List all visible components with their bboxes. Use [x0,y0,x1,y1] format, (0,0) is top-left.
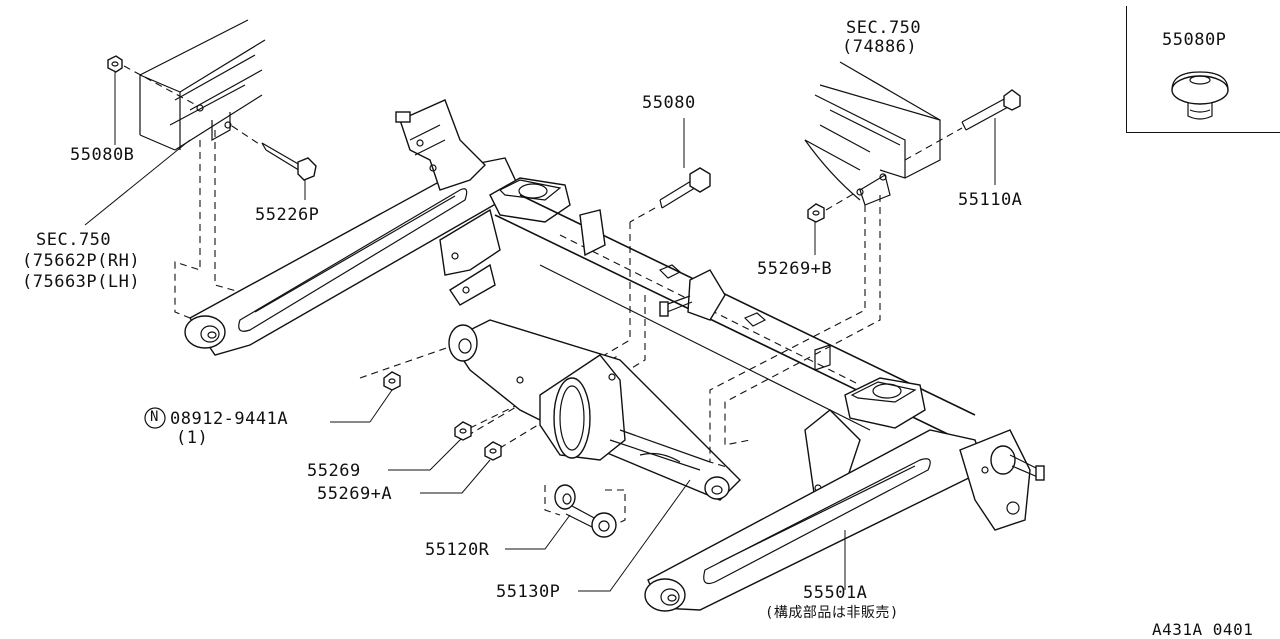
leader-55269a [420,459,491,494]
label-55110a: 55110A [958,190,1023,210]
guide-right-2 [724,195,881,446]
label-55501a: 55501A [803,583,868,603]
label-sec750-left-lh: (75663P(LH) [22,272,141,292]
label-55226p: 55226P [255,205,320,225]
guide-center-1 [459,222,631,441]
right-axle-flange [959,429,1045,531]
inset-frame [1126,6,1280,133]
nut-55269b [807,192,856,255]
inset-cap-55080p [1171,71,1229,120]
right-body-frame-member [804,61,941,206]
guide-center-2 [499,295,646,449]
leader-sec750-left [84,139,191,226]
nut-55269 [454,421,472,441]
guide-left-1 [174,140,201,319]
label-08912-9441a: 08912-9441A [170,409,289,429]
label-circled-n: N [150,409,159,425]
guide-right-1 [709,205,866,469]
label-55080p: 55080P [1162,30,1227,50]
label-55130p: 55130P [496,582,561,602]
bolt-55226p [231,125,317,200]
label-55269: 55269 [307,461,361,481]
leader-55269 [388,439,461,471]
guide-left-2 [214,130,241,315]
center-bracket [579,209,726,321]
guide-55269 [469,354,621,429]
circled-n-symbol [144,407,166,429]
label-55501a-note: (構成部品は非販売) [765,605,899,621]
left-axle-bracket [395,99,486,191]
nut-55080b [107,55,199,145]
label-sec750-top-sub: (74886) [842,37,918,57]
label-sec750-left: SEC.750 [36,230,112,250]
center-clips [658,264,831,371]
nut-08912-9441a [383,371,401,391]
nut-55269a [484,441,502,461]
guide-nut-08912 [359,344,456,379]
leader-55130p [578,479,691,592]
label-55269a: 55269+A [317,484,393,504]
label-sec750-left-rh: (75662P(RH) [22,251,141,271]
leader-08912-b [369,389,393,423]
bolt-55110a [904,89,1021,185]
label-55120r: 55120R [425,540,490,560]
guide-center-3 [559,234,861,386]
label-08912-qty: (1) [176,428,209,448]
left-body-frame-member [139,19,266,151]
drawing-code: A431A 0401 [1152,620,1254,639]
label-55269b: 55269+B [757,259,833,279]
label-55080b: 55080B [70,145,135,165]
leader-55120r [505,514,571,550]
bolt-55080 [629,118,711,223]
label-sec750-top: SEC.750 [846,18,922,38]
differential-mount-member [448,319,741,501]
link-55120r [544,484,626,538]
label-55080: 55080 [642,93,696,113]
